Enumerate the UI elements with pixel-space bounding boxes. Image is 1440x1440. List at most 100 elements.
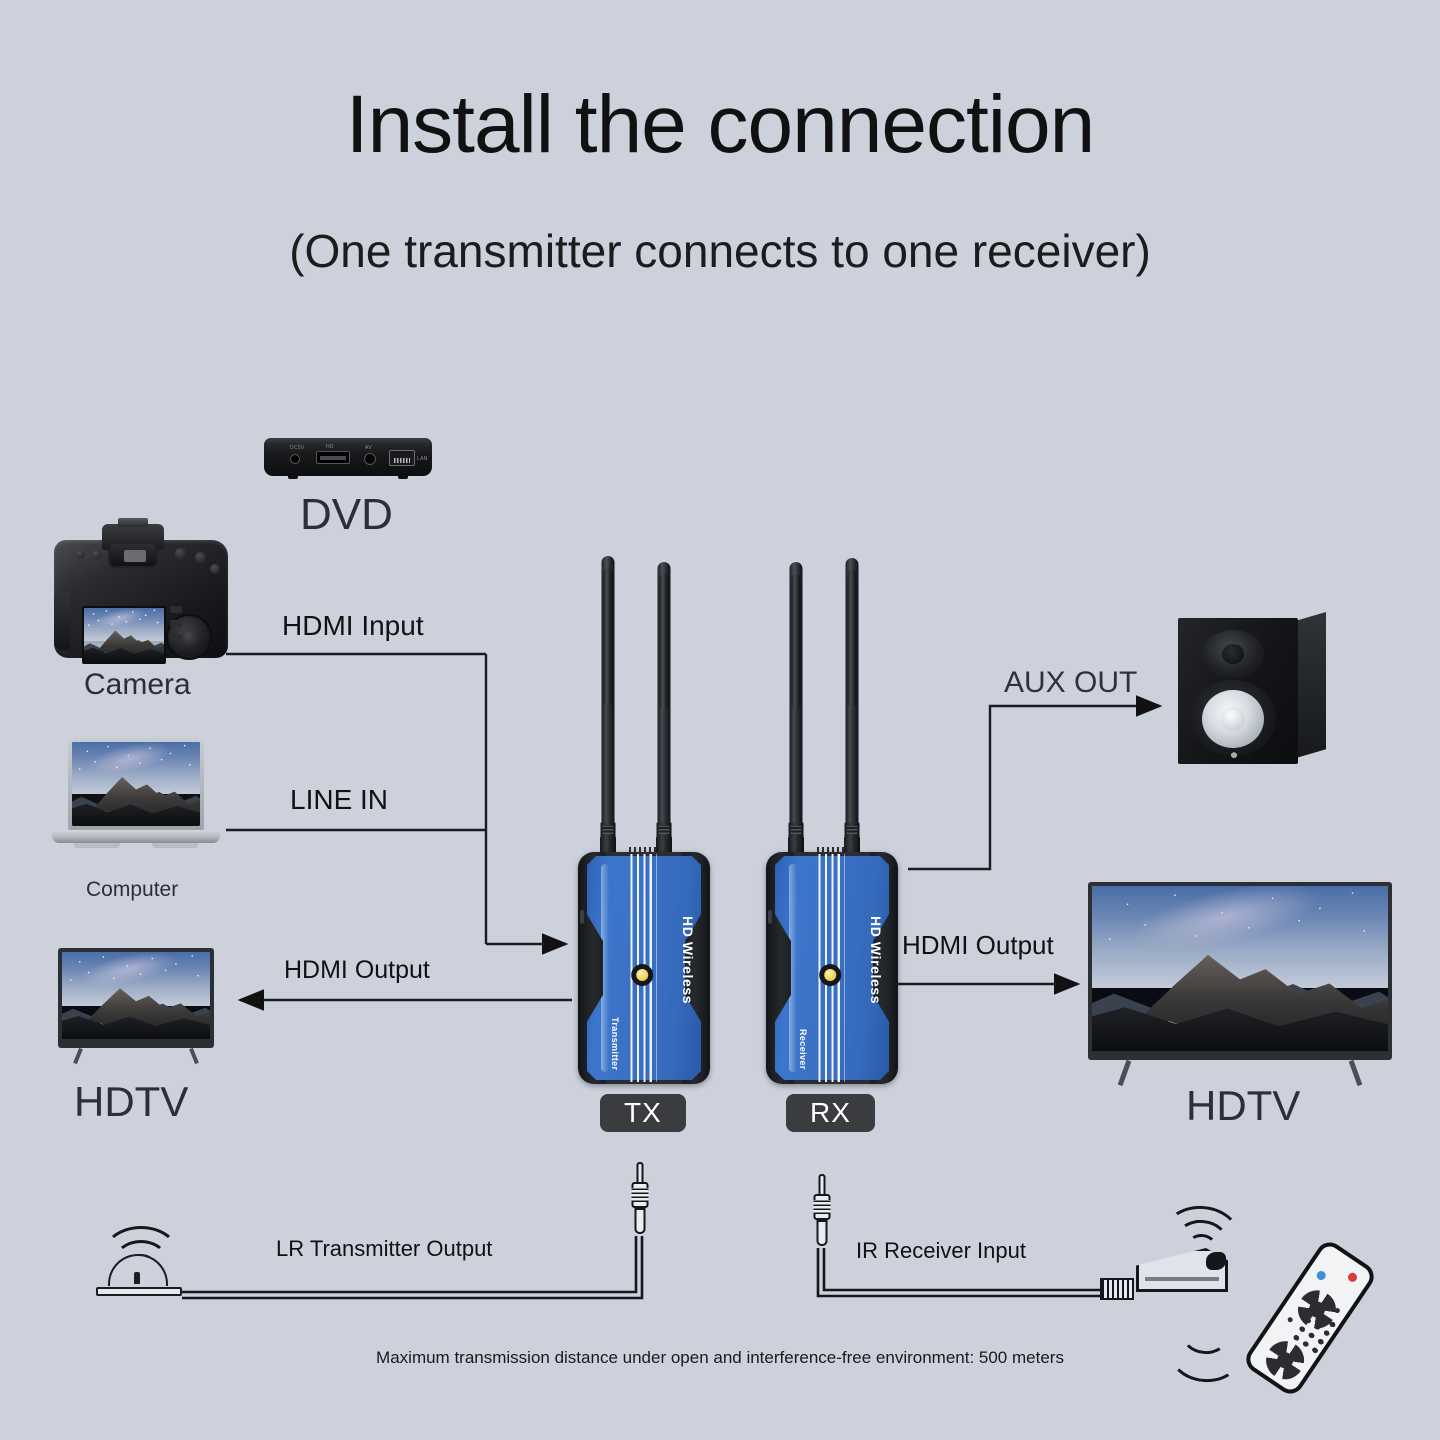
laptop-screen: [72, 742, 200, 826]
receiver-device[interactable]: HD Wireless Receiver: [766, 558, 898, 1084]
hdtv-right-scene: [1092, 886, 1388, 1051]
transmitter-badge: TX: [600, 1094, 686, 1132]
transmitter-side-button[interactable]: [580, 910, 584, 924]
camera-button-3: [175, 548, 186, 559]
hdtv-left-leg-right: [189, 1047, 199, 1065]
transmitter-brand-text: HD Wireless: [680, 916, 696, 1005]
hdtv-right[interactable]: [1088, 882, 1392, 1087]
label-hdmi-output-right: HDMI Output: [902, 930, 1054, 960]
camera-button-1: [76, 550, 85, 559]
camera-button-2: [92, 550, 101, 559]
page-subtitle: (One transmitter connects to one receive…: [289, 225, 1151, 277]
camera-lcd-screen: [82, 606, 166, 664]
page-title: Install the connection: [345, 79, 1095, 170]
dvd-port-label-av: AV: [365, 445, 372, 451]
hdtv-left-scene: [62, 952, 210, 1039]
hdtv-left-leg-left: [73, 1047, 83, 1065]
dvd-player[interactable]: DC5V HD AV LAN: [264, 438, 432, 479]
laptop-screen-scene: [72, 742, 200, 826]
speaker-side-panel: [1296, 612, 1326, 758]
receiver-vents: [817, 847, 847, 853]
receiver-badge: RX: [786, 1094, 875, 1132]
computer-device[interactable]: [52, 738, 220, 858]
dvd-port-label-dc: DC5V: [290, 445, 305, 451]
ir-emitter-jack[interactable]: [622, 1162, 658, 1242]
dvd-av-port-icon: [364, 453, 376, 465]
laptop-lid: [68, 738, 204, 830]
ir-receiver-device[interactable]: [1128, 1238, 1238, 1296]
receiver-antenna-left[interactable]: [786, 562, 806, 860]
remote-power-button[interactable]: [1346, 1271, 1359, 1284]
transmitter-antenna-left[interactable]: [598, 556, 618, 860]
dvd-hdmi-port-icon: [316, 451, 350, 464]
dvd-body: DC5V HD AV LAN: [264, 438, 432, 479]
hdtv-left[interactable]: [58, 948, 214, 1065]
camera-grip: [54, 592, 70, 650]
transmitter-role-text: Transmitter: [610, 1016, 620, 1070]
speaker-logo-icon: [1226, 748, 1242, 760]
ir-emitter-base-plate: [96, 1287, 182, 1296]
hdtv-left-screen: [62, 952, 210, 1039]
computer-label: Computer: [86, 878, 179, 901]
receiver-antenna-right[interactable]: [842, 558, 862, 860]
ir-receiver-eye-icon: [1206, 1252, 1226, 1270]
label-lr-transmitter-output: LR Transmitter Output: [276, 1236, 493, 1261]
hdtv-left-panel: [58, 948, 214, 1048]
ir-wave-mid-icon: [114, 1240, 168, 1282]
transmitter-antenna-right[interactable]: [654, 562, 674, 860]
hdtv-right-leg-left: [1117, 1059, 1132, 1087]
remote-body: [1240, 1237, 1380, 1399]
dvd-top-edge: [266, 438, 430, 445]
receiver-brand-text: HD Wireless: [868, 916, 884, 1005]
ir-receiver-bar: [1145, 1277, 1219, 1281]
hdtv-right-screen: [1092, 886, 1388, 1051]
ir-receiver-ferrule: [1100, 1278, 1134, 1300]
camera-button-5: [210, 564, 220, 574]
label-aux-out: AUX OUT: [1004, 666, 1138, 699]
dvd-lan-port-icon: [389, 450, 415, 466]
remote-source-button[interactable]: [1314, 1269, 1328, 1282]
camera-button-4: [195, 552, 206, 563]
receiver-led-indicator: [819, 964, 842, 986]
hdtv-right-leg-right: [1348, 1059, 1363, 1087]
hdtv-right-panel: [1088, 882, 1392, 1060]
receiver-role-text: Receiver: [798, 1029, 808, 1070]
laptop-base: [52, 830, 220, 843]
dvd-label: DVD: [300, 490, 393, 539]
camera-hotshoe: [118, 518, 148, 527]
camera-lcd-scene: [84, 608, 164, 662]
label-hdmi-output-left: HDMI Output: [284, 956, 430, 984]
camera-device[interactable]: [46, 512, 236, 664]
transmitter-device[interactable]: HD Wireless Transmitter: [578, 556, 710, 1084]
speaker-woofer-cone: [1202, 690, 1264, 748]
ir-receiver-jack[interactable]: [804, 1174, 840, 1254]
dvd-port-label-lan: LAN: [417, 456, 428, 462]
speaker-front-baffle: [1178, 618, 1298, 764]
label-line-in: LINE IN: [290, 784, 389, 815]
camera-viewfinder: [108, 542, 158, 568]
label-hdmi-input: HDMI Input: [282, 610, 424, 641]
camera-side-button-3: [170, 634, 182, 641]
speaker-tweeter: [1202, 630, 1264, 678]
camera-side-button-2: [170, 620, 182, 627]
transmitter-vents: [629, 847, 659, 853]
ir-emitter-device[interactable]: [96, 1226, 200, 1296]
speaker-woofer: [1190, 680, 1276, 756]
dvd-foot-left: [288, 476, 298, 479]
label-ir-receiver-input: IR Receiver Input: [856, 1238, 1026, 1263]
remote-control[interactable]: [1240, 1236, 1410, 1399]
ir-emitter-led: [134, 1272, 140, 1284]
laptop-foot-left: [74, 843, 120, 848]
dvd-dc-port-icon: [290, 454, 300, 464]
dvd-port-label-hd: HD: [326, 444, 334, 450]
camera-side-button-1: [170, 606, 182, 613]
hdtv-right-label: HDTV: [1186, 1082, 1301, 1129]
laptop-foot-right: [152, 843, 198, 848]
hdtv-left-label: HDTV: [74, 1078, 189, 1125]
remote-button-b[interactable]: [1286, 1316, 1294, 1324]
transmitter-shell: HD Wireless Transmitter: [578, 852, 710, 1084]
receiver-side-button[interactable]: [768, 910, 772, 924]
speaker-device[interactable]: [1178, 608, 1326, 766]
dvd-foot-right: [398, 476, 408, 479]
